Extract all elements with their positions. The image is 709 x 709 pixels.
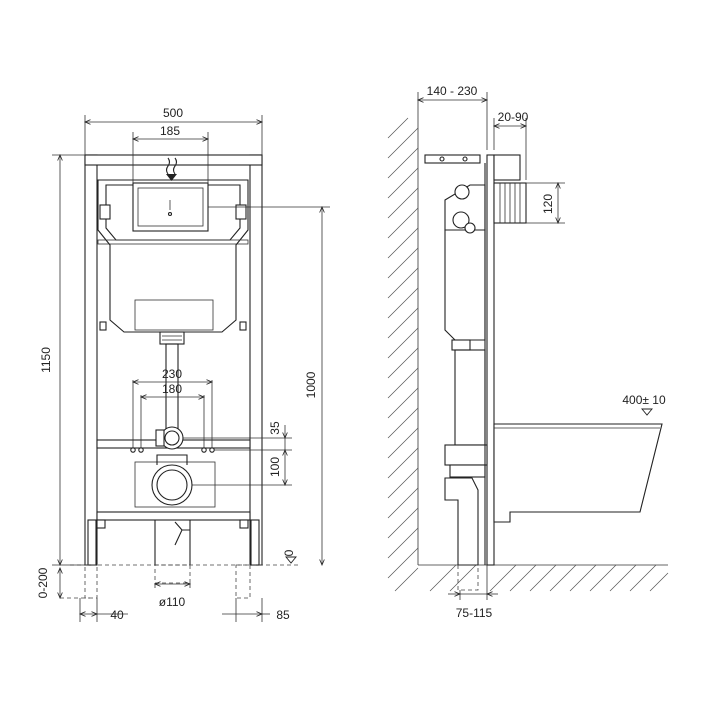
toilet-bowl [493,423,663,523]
dim-width-total: 500 [163,106,183,120]
frame-bottom-rail [96,511,251,521]
dim-bolts-outer: 230 [162,367,182,381]
frame-left-foot [87,519,97,566]
dim-wall-distance: 140 - 230 [427,84,478,98]
dim-pipe-height: 120 [541,194,555,214]
frame-right-foot [250,519,260,566]
flush-panel [132,182,209,232]
wall-hatch [387,117,669,592]
dim-foot-depth: 75-115 [456,606,493,620]
frame-left-upright [84,154,98,566]
frame-top-rail [84,154,263,166]
dim-width-panel: 185 [160,124,180,138]
flush-arrow-icon [165,157,178,181]
cistern-side [444,229,486,341]
dim-foot-40: 40 [110,608,124,622]
dim-cover-depth: 20-90 [498,110,529,124]
dim-height-total: 1150 [39,347,53,373]
frame-right-upright [249,154,263,566]
side-view: 140 - 230 20-90 120 400± 10 75-115 [387,84,669,620]
dim-bowl-height: 400± 10 [622,393,666,407]
zero-level-label: 0 [282,549,296,556]
drain-outlet [151,464,193,506]
dim-foot-adjust: 0-200 [36,567,50,598]
dim-height-outlet: 1000 [304,371,318,398]
front-view: 500 185 1150 1000 230 180 35 100 0 [36,106,330,622]
dim-35: 35 [268,421,282,435]
dim-drain-diameter: ø110 [159,595,186,609]
dim-bolts-inner: 180 [162,382,182,396]
dim-100: 100 [268,457,282,477]
cistern-label-plate [134,299,214,331]
dim-foot-85: 85 [276,608,290,622]
cover-panel [486,154,495,566]
